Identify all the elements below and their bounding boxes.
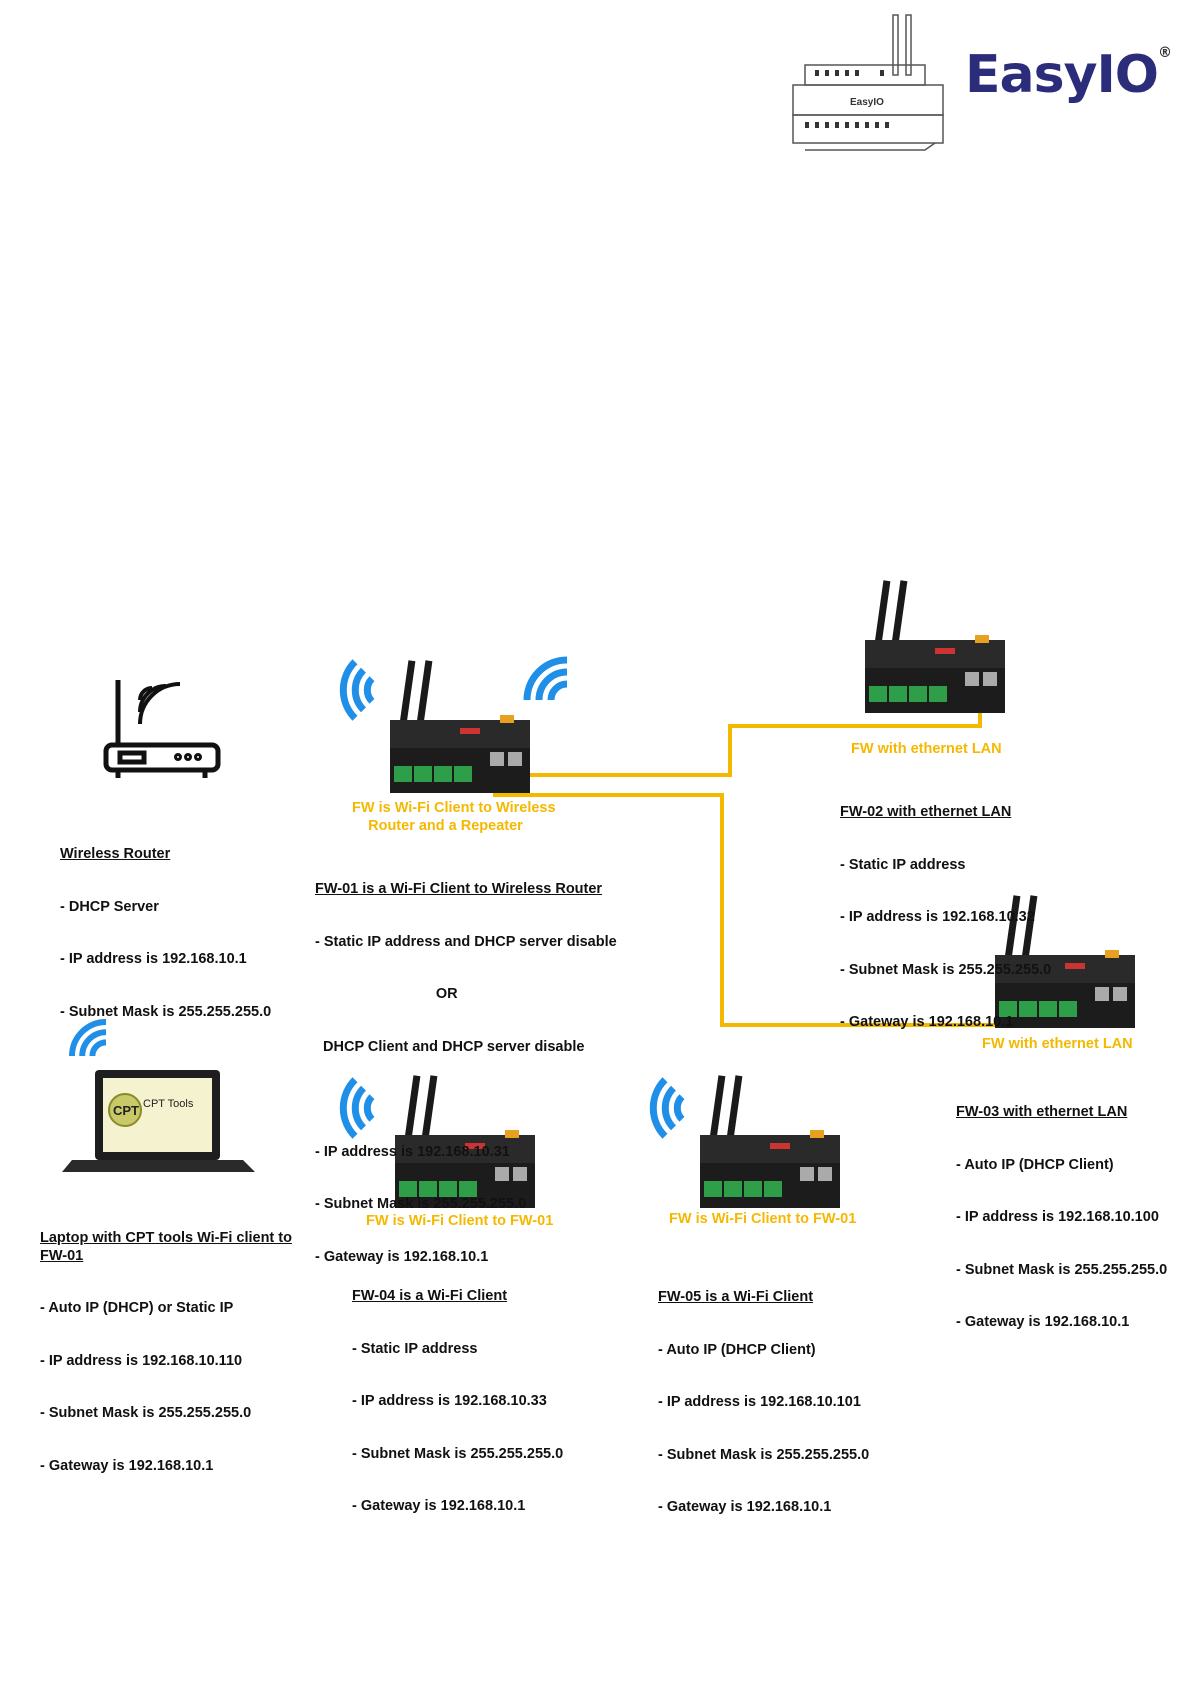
wifi-icon-fw01-left bbox=[327, 662, 384, 719]
fw04-line: - IP address is 192.168.10.33 bbox=[352, 1393, 547, 1409]
fw02-title: FW-02 with ethernet LAN bbox=[840, 804, 1012, 820]
fw04-line: - Static IP address bbox=[352, 1340, 478, 1357]
router-line: - DHCP Server bbox=[60, 898, 159, 915]
laptop-line: - Gateway is 192.168.10.1 bbox=[40, 1457, 214, 1474]
fw01-title: FW-01 is a Wi-Fi Client to Wireless Rout… bbox=[315, 881, 603, 897]
svg-text:EasyIO: EasyIO bbox=[850, 97, 884, 108]
fw01-line bbox=[315, 1091, 617, 1109]
laptop-line: - Subnet Mask is 255.255.255.0 bbox=[40, 1405, 252, 1421]
laptop-screen-label: CPT Tools bbox=[143, 1098, 194, 1110]
fw05-device bbox=[700, 1075, 840, 1208]
fw02-line: - Subnet Mask is 255.255.255.0 bbox=[840, 961, 1052, 978]
easyio-logo: EasyIO® bbox=[965, 45, 1172, 105]
fw04-title: FW-04 is a Wi-Fi Client bbox=[352, 1288, 508, 1304]
header-logo-area: EasyIO EasyIO® bbox=[785, 10, 1172, 160]
fw04-info: FW-04 is a Wi-Fi Client - Static IP addr… bbox=[352, 1253, 563, 1533]
router-line: - IP address is 192.168.10.1 bbox=[60, 951, 247, 967]
fw02-line: - IP address is 192.168.10.32 bbox=[840, 909, 1035, 925]
fw05-line: - Subnet Mask is 255.255.255.0 bbox=[658, 1446, 870, 1463]
fw03-title: FW-03 with ethernet LAN bbox=[956, 1104, 1128, 1120]
fw04-line: - Gateway is 192.168.10.1 bbox=[352, 1498, 526, 1514]
fw01-line: OR bbox=[315, 986, 458, 1002]
fw01-device bbox=[390, 660, 530, 793]
fw02-line: - Gateway is 192.168.10.1 bbox=[840, 1014, 1014, 1030]
fw03-line: - Auto IP (DHCP Client) bbox=[956, 1156, 1114, 1173]
fw01-caption: FW is Wi-Fi Client to Wireless Router an… bbox=[352, 800, 556, 834]
fw01-line: - Gateway is 192.168.10.1 bbox=[315, 1248, 489, 1265]
fw05-line: - Gateway is 192.168.10.1 bbox=[658, 1499, 832, 1515]
fw05-title: FW-05 is a Wi-Fi Client bbox=[658, 1289, 814, 1305]
wifi-icon-fw05 bbox=[637, 1080, 694, 1137]
router-title: Wireless Router bbox=[60, 846, 171, 862]
fw03-caption: FW with ethernet LAN bbox=[982, 1036, 1133, 1052]
wifi-icon-fw01-right bbox=[527, 660, 567, 700]
laptop-screen-logo: CPT bbox=[113, 1103, 139, 1118]
fw05-caption: FW is Wi-Fi Client to FW-01 bbox=[669, 1211, 857, 1227]
router-info: Wireless Router - DHCP Server - IP addre… bbox=[60, 811, 271, 1039]
fw04-caption: FW is Wi-Fi Client to FW-01 bbox=[366, 1213, 554, 1229]
fw03-line: - Gateway is 192.168.10.1 bbox=[956, 1314, 1130, 1330]
fw01-line: DHCP Client and DHCP server disable bbox=[315, 1038, 585, 1055]
controller-outline-illustration: EasyIO bbox=[792, 14, 944, 151]
laptop-line: - Auto IP (DHCP) or Static IP bbox=[40, 1300, 234, 1316]
laptop-line: - IP address is 192.168.10.110 bbox=[40, 1352, 243, 1369]
fw02-info: FW-02 with ethernet LAN - Static IP addr… bbox=[840, 769, 1051, 1049]
fw01-info: FW-01 is a Wi-Fi Client to Wireless Rout… bbox=[315, 846, 617, 1284]
fw02-line: - Static IP address bbox=[840, 856, 966, 873]
fw05-line: - IP address is 192.168.10.101 bbox=[658, 1394, 861, 1410]
fw02-caption: FW with ethernet LAN bbox=[851, 741, 1002, 757]
wireless-router-icon bbox=[103, 680, 221, 778]
router-line: - Subnet Mask is 255.255.255.0 bbox=[60, 1003, 272, 1020]
laptop-icon: CPT CPT Tools bbox=[62, 1070, 255, 1172]
fw01-line: - Subnet Mask is 255.255.255.0 bbox=[315, 1196, 527, 1212]
fw05-info: FW-05 is a Wi-Fi Client - Auto IP (DHCP … bbox=[658, 1254, 869, 1534]
fw03-info: FW-03 with ethernet LAN - Auto IP (DHCP … bbox=[956, 1069, 1167, 1349]
laptop-title: Laptop with CPT tools Wi-Fi client to FW… bbox=[40, 1230, 292, 1264]
fw01-line: - Static IP address and DHCP server disa… bbox=[315, 933, 617, 950]
fw04-line: - Subnet Mask is 255.255.255.0 bbox=[352, 1445, 564, 1462]
fw03-line: - IP address is 192.168.10.100 bbox=[956, 1209, 1159, 1225]
fw03-line: - Subnet Mask is 255.255.255.0 bbox=[956, 1261, 1168, 1278]
fw01-line: - IP address is 192.168.10.31 bbox=[315, 1143, 510, 1160]
laptop-info: Laptop with CPT tools Wi-Fi client to FW… bbox=[40, 1195, 292, 1493]
fw05-line: - Auto IP (DHCP Client) bbox=[658, 1341, 816, 1358]
fw02-device bbox=[865, 580, 1005, 713]
